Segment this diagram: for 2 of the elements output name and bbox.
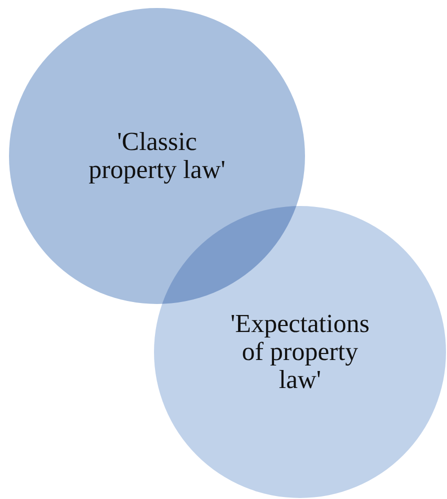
circle-label: 'Expectations of property law'	[230, 310, 370, 394]
circle-label: 'Classic property law'	[88, 128, 226, 184]
